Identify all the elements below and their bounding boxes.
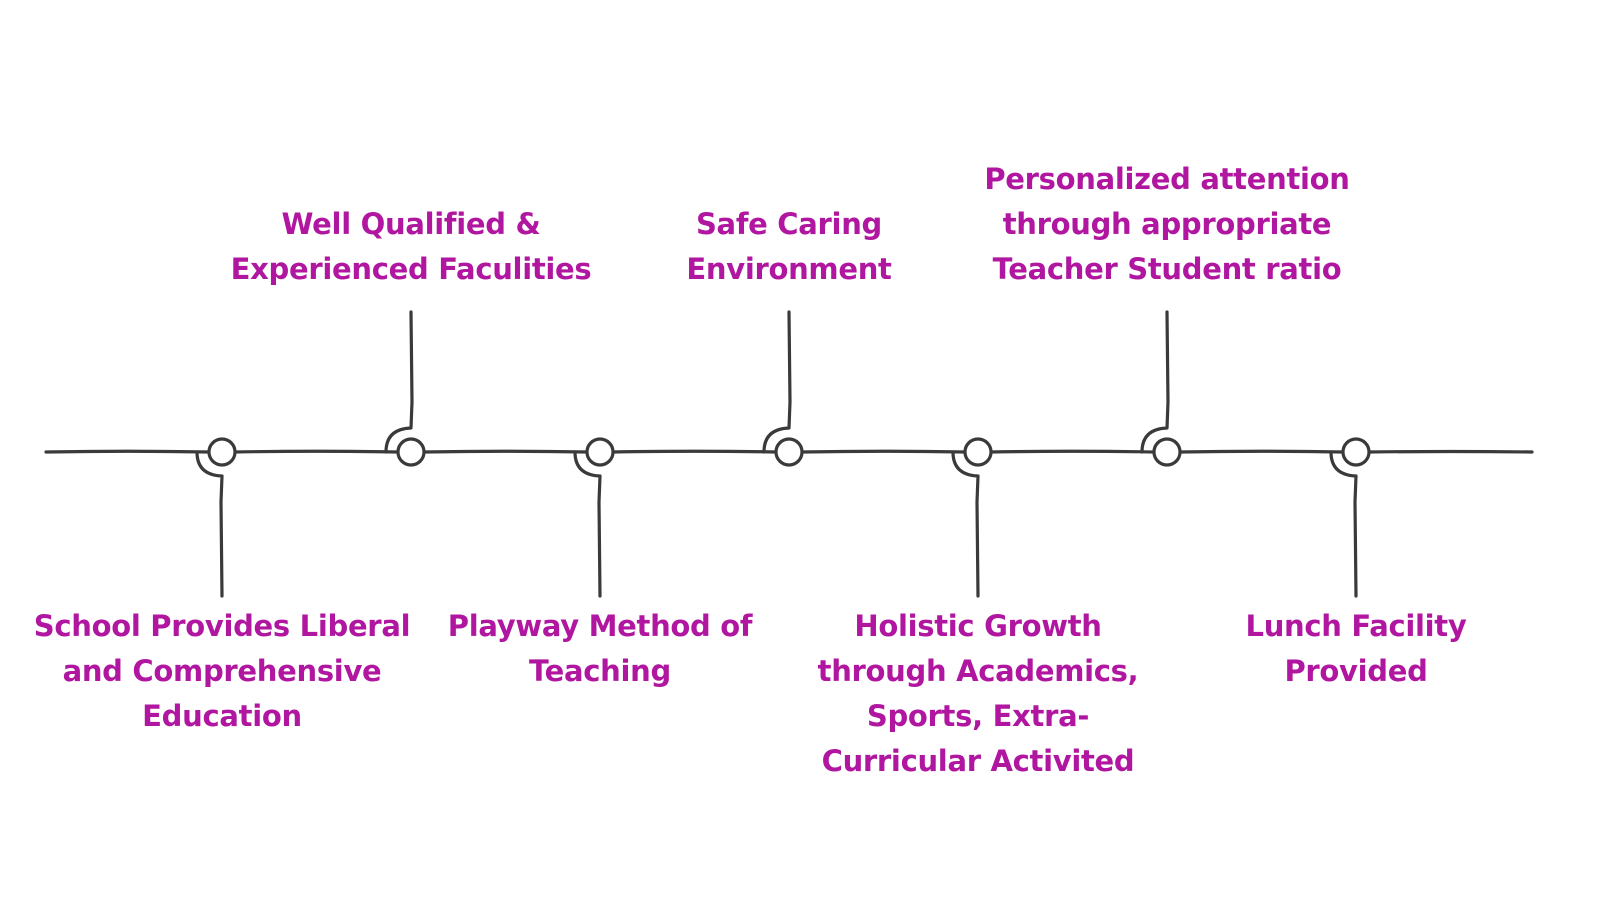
milestone-connector [951,450,980,598]
milestone-label: Playway Method of Teaching [447,609,753,688]
timeline-segment [611,449,778,454]
milestone-connector [573,450,602,598]
timeline-segment [800,449,967,454]
milestone-node [396,437,426,467]
milestone-node [774,437,804,467]
milestone-label: Holistic Growth through Academics, Sport… [817,609,1139,778]
milestone-label: Well Qualified & Experienced Faculities [230,207,592,286]
milestone-connector [1140,310,1170,454]
milestone-connector [1329,450,1358,598]
milestone-label: Personalized attention through appropria… [984,162,1350,286]
milestone-node [963,437,993,467]
milestone-node [585,437,615,467]
timeline-segment [1367,449,1534,454]
timeline-segment [1178,449,1345,454]
timeline-segment [422,449,589,454]
milestone-connector [195,450,224,598]
milestone-node [207,437,237,467]
milestone-node [1152,437,1182,467]
milestone-label: Safe Caring Environment [686,207,892,286]
milestone-label: School Provides Liberal and Comprehensiv… [33,609,411,733]
timeline-segment [233,449,400,454]
milestone-connector [384,310,414,454]
milestone-connector [762,310,792,454]
milestone-node [1341,437,1371,467]
timeline-segment [989,449,1156,454]
milestone-label: Lunch Facility Provided [1245,609,1467,688]
timeline-segment [44,449,211,454]
